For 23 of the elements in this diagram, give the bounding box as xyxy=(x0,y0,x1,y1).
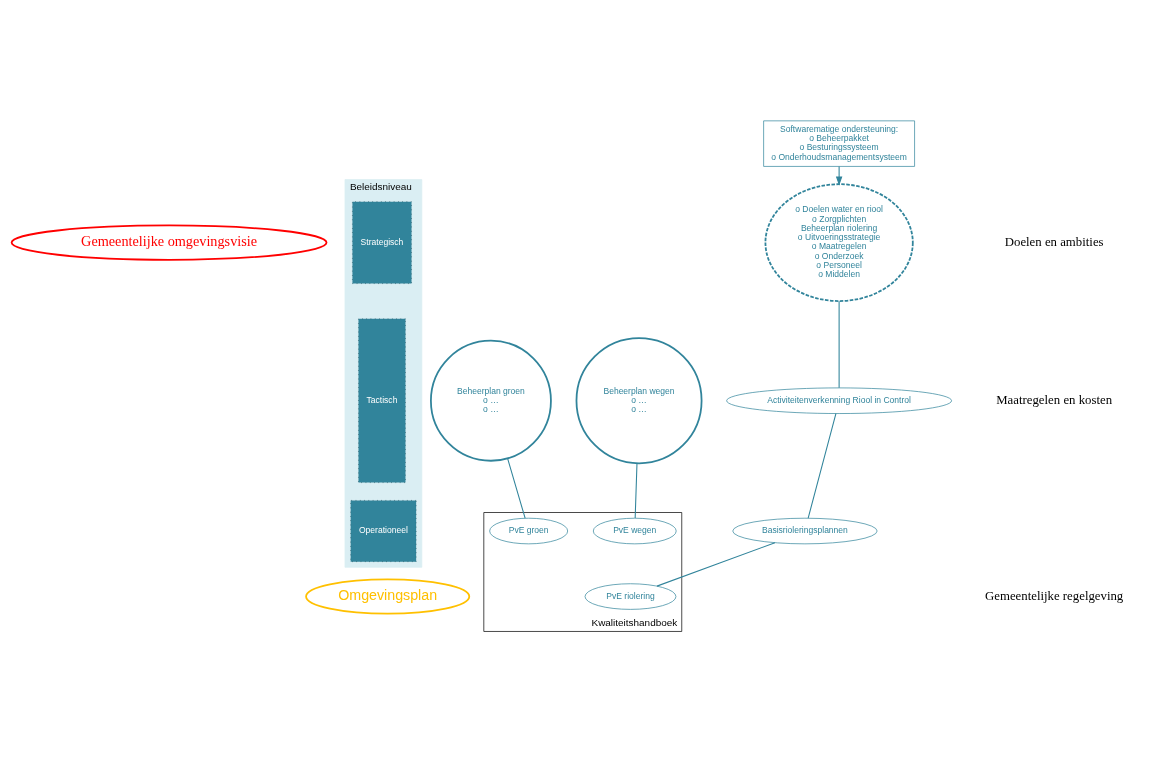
node-ellipse: Omgevingsplan xyxy=(305,578,471,615)
node-ellipse: Gemeentelijke omgevingsvisie xyxy=(10,224,328,261)
label: Doelen en ambities xyxy=(1004,234,1104,249)
node-circle: Beheerplan groen o … o … xyxy=(430,339,552,462)
arrow xyxy=(835,165,843,186)
node-box: Strategisch xyxy=(352,200,412,284)
node-circle: Beheerplan wegen o … o … xyxy=(575,336,703,464)
connector xyxy=(656,541,776,587)
connector xyxy=(507,457,526,519)
node-ellipse: o Doelen water en riool o Zorgplichten Beheerplan riolering o Uitvoeringsstrategie o Maatregelen o Onderzoek o Personeel o Middelen xyxy=(764,182,914,302)
connector xyxy=(838,300,840,388)
label: Maatregelen en kosten xyxy=(996,392,1113,407)
connector xyxy=(634,462,638,519)
label: Gemeentelijke regelgeving xyxy=(985,588,1124,603)
node-box: Operationeel xyxy=(350,499,417,562)
node-ellipse: PvE wegen xyxy=(592,517,677,544)
node-ellipse: PvE riolering xyxy=(584,582,677,610)
connector xyxy=(807,412,837,519)
node-box: Softwarematige ondersteuning: o Beheerpakket o Besturingssysteem o Onderhoudsmanagementsysteem xyxy=(763,120,915,167)
node-box: Tactisch xyxy=(358,317,406,483)
node-ellipse: Activiteitenverkenning Riool in Control xyxy=(726,387,952,414)
node-ellipse: PvE groen xyxy=(489,517,569,544)
node-ellipse: Basisrioleringsplannen xyxy=(732,517,878,544)
